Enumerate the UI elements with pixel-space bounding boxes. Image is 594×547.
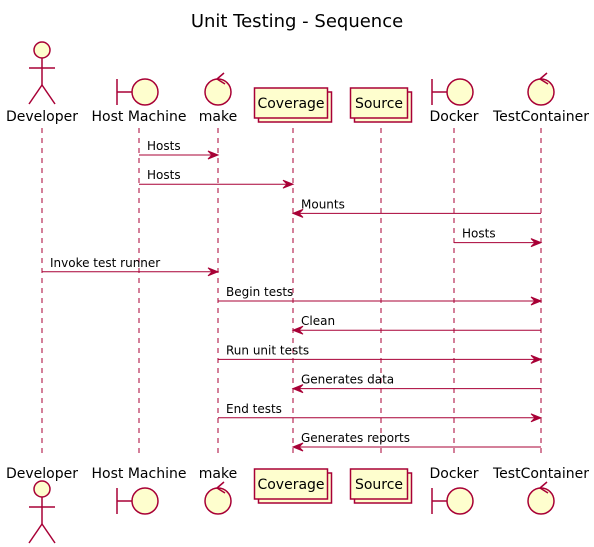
message-arrow: Generates data: [291, 373, 541, 394]
participant-label: Developer: [6, 109, 78, 125]
actor-icon: [28, 41, 56, 105]
control-icon: [527, 481, 555, 515]
participant-label: make: [199, 109, 237, 125]
participant-testcontainer-bottom: TestContainer: [492, 466, 589, 515]
message-arrow: Invoke test runner: [42, 256, 220, 277]
participant-coverage-top: Coverage: [253, 87, 333, 123]
message-arrow: Hosts: [139, 168, 295, 189]
message-label: Run unit tests: [226, 343, 309, 357]
message-arrow: Run unit tests: [218, 343, 543, 364]
message-label: Mounts: [301, 197, 345, 211]
boundary-icon: [431, 487, 474, 515]
message-arrow: Generates reports: [291, 431, 541, 452]
participant-label: TestContainer: [492, 466, 589, 482]
diagram-title: Unit Testing - Sequence: [191, 11, 403, 32]
message-label: Hosts: [462, 227, 496, 241]
participant-label: Source: [355, 96, 403, 112]
message-label: Hosts: [147, 168, 181, 182]
participant-label: Docker: [429, 466, 478, 482]
participant-label: Coverage: [257, 477, 324, 493]
message-arrow: Begin tests: [218, 285, 543, 306]
participant-docker-bottom: Docker: [429, 466, 479, 515]
participant-label: make: [199, 466, 237, 482]
participant-developer-bottom: Developer: [6, 466, 78, 544]
participant-label: Host Machine: [92, 109, 187, 125]
participant-label: Host Machine: [92, 466, 187, 482]
participant-label: Docker: [429, 109, 478, 125]
actor-icon: [28, 480, 56, 544]
message-label: Clean: [301, 314, 335, 328]
participant-source-bottom: Source: [349, 468, 413, 504]
participant-docker-top: Docker: [429, 78, 479, 125]
message-label: End tests: [226, 402, 282, 416]
message-label: Generates reports: [301, 431, 410, 445]
boundary-icon: [431, 78, 474, 106]
participant-make-top: make: [199, 72, 237, 125]
message-arrow: Clean: [291, 314, 541, 335]
participant-label: TestContainer: [492, 109, 589, 125]
participant-testcontainer-top: TestContainer: [492, 72, 589, 125]
control-icon: [204, 481, 232, 515]
message-arrow: Hosts: [454, 227, 543, 248]
message-arrow: Mounts: [291, 197, 541, 218]
participant-source-top: Source: [349, 87, 413, 123]
control-icon: [527, 72, 555, 106]
participant-label: Developer: [6, 466, 78, 482]
participant-make-bottom: make: [199, 466, 237, 515]
message-label: Begin tests: [226, 285, 293, 299]
message-label: Invoke test runner: [50, 256, 160, 270]
participant-label: Coverage: [257, 96, 324, 112]
participant-developer-top: Developer: [6, 41, 78, 125]
participant-host-bottom: Host Machine: [92, 466, 187, 515]
boundary-icon: [116, 487, 159, 515]
message-arrow: End tests: [218, 402, 543, 423]
participant-label: Source: [355, 477, 403, 493]
message-arrow: Hosts: [139, 139, 220, 160]
boundary-icon: [116, 78, 159, 106]
message-label: Hosts: [147, 139, 181, 153]
participant-coverage-bottom: Coverage: [253, 468, 333, 504]
message-label: Generates data: [301, 373, 394, 387]
control-icon: [204, 72, 232, 106]
participant-host-top: Host Machine: [92, 78, 187, 125]
participants-top: Developer Host Machine make Coverage SourceD…: [6, 41, 589, 125]
lifelines: [41, 128, 542, 458]
